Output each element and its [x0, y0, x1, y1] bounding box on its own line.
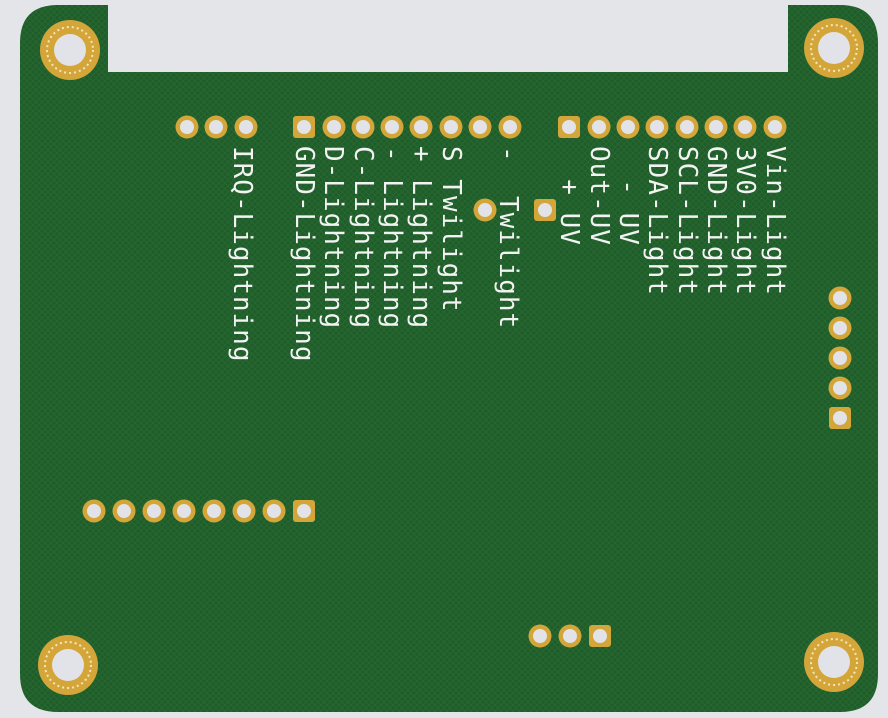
round-pad	[232, 499, 256, 523]
square-pad	[829, 407, 851, 429]
label-sda-light: SDA-Light	[642, 146, 672, 296]
round-pad	[409, 115, 433, 139]
round-pad	[645, 115, 669, 139]
round-pad	[175, 115, 199, 139]
label-minus-lightning: - Lightning	[377, 146, 407, 330]
round-pad	[468, 115, 492, 139]
round-pad	[82, 499, 106, 523]
mounting-hole	[804, 18, 864, 78]
round-pad	[558, 624, 582, 648]
round-pad	[380, 115, 404, 139]
round-pad	[172, 499, 196, 523]
label-minus-twilight: - Twilight	[493, 146, 523, 330]
label-c-lightning: C-Lightning	[348, 146, 378, 330]
label-gnd-lightning: GND-Lightning	[289, 146, 319, 363]
label-out-uv: Out-UV	[584, 146, 614, 246]
square-pad	[558, 116, 580, 138]
round-pad	[202, 499, 226, 523]
round-pad	[587, 115, 611, 139]
label-minus-uv: - UV	[613, 146, 643, 246]
round-pad	[528, 624, 552, 648]
round-pad	[262, 499, 286, 523]
mounting-hole	[804, 632, 864, 692]
square-pad	[293, 116, 315, 138]
mounting-hole	[40, 20, 100, 80]
round-pad	[763, 115, 787, 139]
round-pad	[828, 346, 852, 370]
round-pad	[498, 115, 522, 139]
round-pad	[351, 115, 375, 139]
round-pad	[142, 499, 166, 523]
square-pad	[534, 199, 556, 221]
round-pad	[439, 115, 463, 139]
label-plus-lightning: + Lightning	[406, 146, 436, 330]
round-pad	[828, 316, 852, 340]
round-pad	[704, 115, 728, 139]
round-pad	[675, 115, 699, 139]
round-pad	[828, 286, 852, 310]
square-pad	[589, 625, 611, 647]
label-3v0-light: 3V0-Light	[730, 146, 760, 296]
label-s-twilight: S Twilight	[436, 146, 466, 313]
label-plus-uv: + UV	[554, 146, 584, 246]
square-pad	[293, 500, 315, 522]
label-irq-lightning: IRQ-Lightning	[227, 146, 257, 363]
round-pad	[473, 198, 497, 222]
board-outline	[20, 5, 878, 712]
round-pad	[322, 115, 346, 139]
round-pad	[828, 376, 852, 400]
round-pad	[616, 115, 640, 139]
label-vin-light: Vin-Light	[760, 146, 790, 296]
label-gnd-light: GND-Light	[701, 146, 731, 296]
label-scl-light: SCL-Light	[672, 146, 702, 296]
round-pad	[733, 115, 757, 139]
label-d-lightning: D-Lightning	[318, 146, 348, 330]
mounting-hole	[38, 635, 98, 695]
round-pad	[112, 499, 136, 523]
round-pad	[204, 115, 228, 139]
round-pad	[234, 115, 258, 139]
